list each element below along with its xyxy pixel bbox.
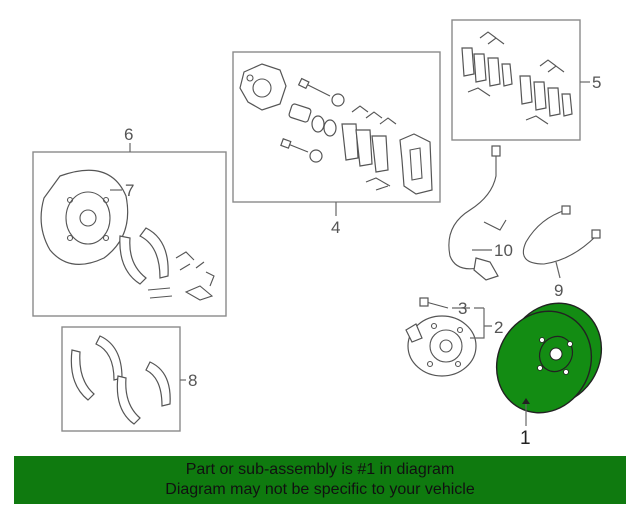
banner-line-1: Part or sub-assembly is #1 in diagram	[185, 461, 455, 478]
shoe-kit-group	[61, 326, 186, 432]
brake-hose	[522, 209, 597, 265]
pad-kit-group	[451, 19, 590, 141]
shoe-kit-panel-frame	[61, 326, 181, 432]
callout-10: 10	[494, 241, 513, 260]
wheel-speed-sensor	[473, 257, 499, 281]
brake-rotor-group	[495, 302, 603, 426]
caliper-bracket	[399, 133, 433, 195]
callout-5: 5	[592, 73, 601, 92]
parking-brake-shoe	[119, 235, 147, 285]
callout-3: 3	[458, 299, 467, 318]
exploded-view-drawing: 1 2 3 4 5 6 7 8 9 10	[32, 19, 603, 449]
caliper-assembly-group	[232, 51, 441, 216]
callout-1: 1	[520, 428, 531, 449]
caliper-piston	[288, 103, 312, 123]
caliper-body	[239, 63, 287, 111]
backing-plate-group	[32, 143, 227, 317]
notice-banner: Part or sub-assembly is #1 in diagram Di…	[14, 456, 626, 504]
callout-4: 4	[331, 218, 340, 237]
wheel-speed-sensor-cable	[448, 152, 497, 270]
wheel-hub	[407, 315, 477, 377]
pad-kit-panel-frame	[451, 19, 581, 141]
callout-6: 6	[124, 125, 133, 144]
backing-plate	[40, 169, 129, 265]
hub-group	[405, 297, 492, 377]
sensor-and-hose-group	[448, 145, 601, 281]
callout-2: 2	[494, 318, 503, 337]
callout-8: 8	[188, 371, 197, 390]
callout-9: 9	[554, 281, 563, 300]
callout-7: 7	[125, 181, 134, 200]
banner-line-2: Diagram may not be specific to your vehi…	[165, 481, 475, 498]
brake-pad	[341, 123, 359, 161]
